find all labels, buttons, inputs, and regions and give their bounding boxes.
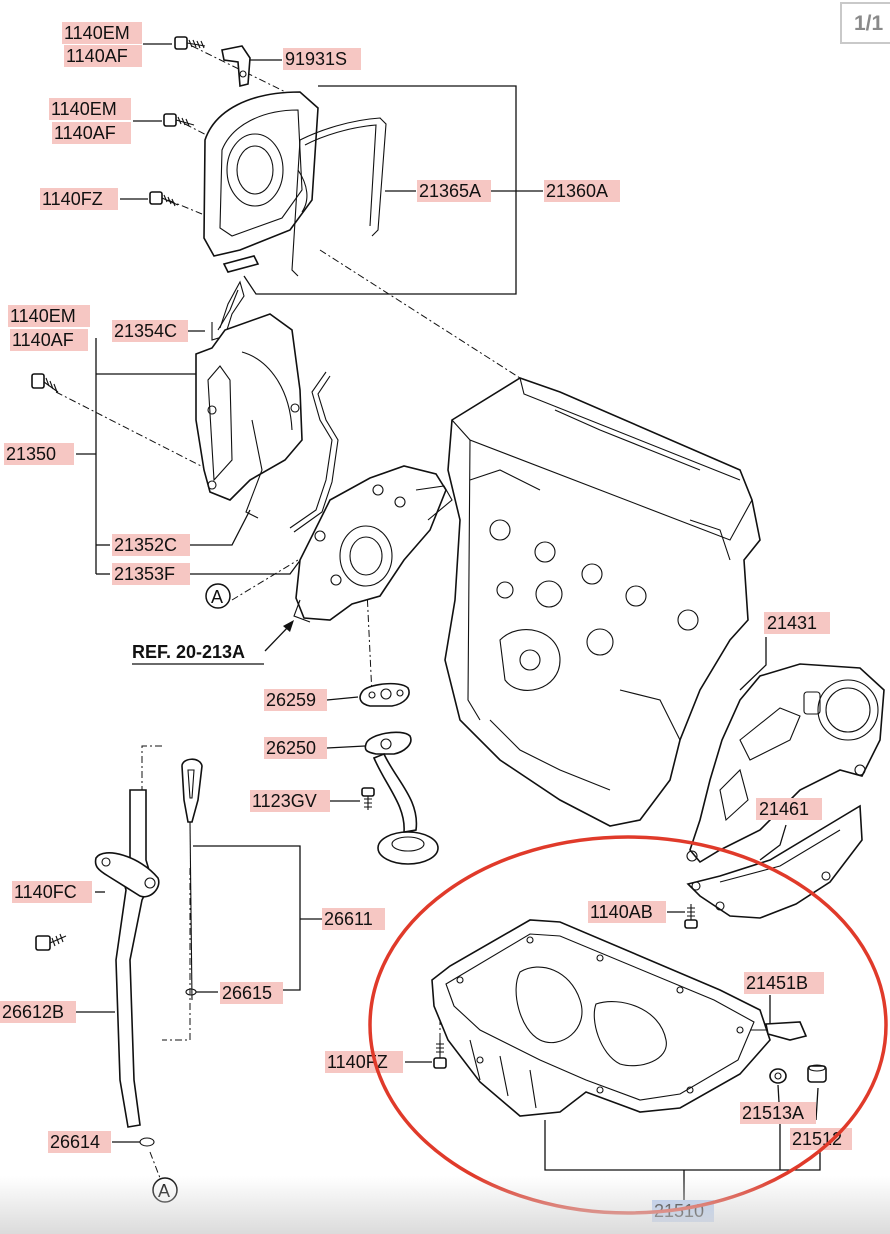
page-indicator: 1/1 [840, 2, 890, 44]
bolt-1140em-2-icon [163, 113, 195, 127]
label-1140ab[interactable]: 1140AB [590, 902, 653, 922]
label-91931s[interactable]: 91931S [285, 49, 347, 69]
oring-26615-icon [185, 988, 197, 996]
engine-block-icon [444, 377, 761, 827]
gasket-21353f-icon [289, 371, 339, 533]
label-21513a[interactable]: 21513A [742, 1103, 804, 1123]
label-21354c[interactable]: 21354C [114, 321, 177, 341]
label-1140em-3[interactable]: 1140EM [10, 306, 76, 326]
drain-plug-21512-icon [807, 1064, 827, 1083]
label-21360a[interactable]: 21360A [546, 181, 608, 201]
oil-pump-housing-icon [293, 465, 453, 623]
label-21352c[interactable]: 21352C [114, 535, 177, 555]
label-26250[interactable]: 26250 [266, 738, 316, 758]
label-26259[interactable]: 26259 [266, 690, 316, 710]
label-1140em-top[interactable]: 1140EM [64, 23, 130, 43]
upper-timing-cover-icon [203, 91, 319, 257]
bolt-1140fc-icon [35, 933, 67, 951]
oil-strainer-26250-icon [364, 731, 439, 865]
label-21431[interactable]: 21431 [767, 613, 817, 633]
dipstick-26611-icon [181, 758, 203, 1001]
ref-label[interactable]: REF. 20-213A [132, 642, 245, 662]
lower-timing-cover-icon [195, 313, 303, 519]
label-1140em-2[interactable]: 1140EM [51, 99, 117, 119]
label-1140fz-top[interactable]: 1140FZ [42, 189, 103, 209]
bolt-1140fz-top-icon [149, 191, 179, 207]
label-21365a[interactable]: 21365A [419, 181, 481, 201]
bolt-1123gv-icon [361, 787, 375, 810]
washer-21513a-icon [769, 1068, 787, 1084]
baffle-21451b-icon [750, 1021, 808, 1041]
label-1140af-2[interactable]: 1140AF [54, 123, 116, 143]
label-21461[interactable]: 21461 [759, 799, 809, 819]
label-1140fc[interactable]: 1140FC [14, 882, 77, 902]
oil-pan-21510-icon [431, 919, 771, 1117]
label-1140af-3[interactable]: 1140AF [12, 330, 74, 350]
dipstick-tube-26612b-icon [94, 789, 160, 1128]
seal-strip-icon [222, 255, 260, 273]
bolt-1140em-3-icon [31, 373, 59, 393]
bolt-1140fz-bot-icon [433, 1040, 447, 1069]
label-21451b[interactable]: 21451B [746, 973, 808, 993]
bracket-91931s-icon [221, 45, 251, 88]
label-21350[interactable]: 21350 [6, 444, 56, 464]
bolt-1140em-top-icon [174, 36, 206, 50]
gasket-26259-icon [359, 682, 410, 707]
label-26615[interactable]: 26615 [222, 983, 272, 1003]
label-26611[interactable]: 26611 [324, 909, 373, 929]
label-1140af-top[interactable]: 1140AF [66, 46, 128, 66]
label-1123gv[interactable]: 1123GV [252, 791, 317, 811]
gasket-21354c-icon [211, 280, 245, 341]
callout-a-bottom: A [158, 1181, 170, 1201]
label-26614[interactable]: 26614 [50, 1132, 100, 1152]
part-labels: 1140EM 1140AF 91931S 1140EM 1140AF 1140F… [0, 22, 852, 1222]
bolt-1140ab-icon [684, 904, 698, 929]
label-21353f[interactable]: 21353F [114, 564, 175, 584]
label-26612b[interactable]: 26612B [2, 1002, 64, 1022]
oring-26614-icon [139, 1137, 155, 1147]
gasket-21365a-icon [291, 117, 387, 277]
rear-plate-21431-icon [686, 663, 885, 864]
callout-a-top: A [211, 587, 223, 607]
